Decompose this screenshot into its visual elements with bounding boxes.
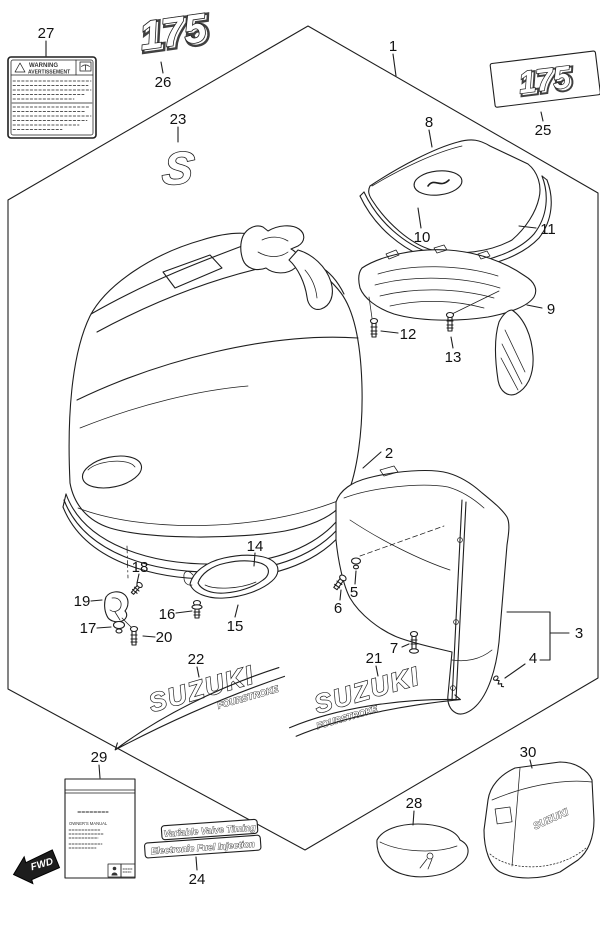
owners-manual-part29: OWNER'S MANUAL [64,778,136,879]
bolt-part7 [408,630,420,654]
callout-17: 17 [80,620,97,637]
assembly-axis-line [126,545,129,579]
bolt-part20 [129,625,139,646]
upper-cover-s-mark [427,179,450,187]
grommet-part5 [350,557,362,570]
manual-book-icon [79,61,92,72]
suzuki-s-emblem: S [159,141,199,194]
svg-text:175: 175 [139,8,212,61]
callout-5: 5 [350,584,358,601]
rear-grille-part9 [358,244,537,396]
cover-top-decal-area [162,254,223,289]
upper-cover-emblem-oval [413,170,463,196]
callout-28: 28 [406,795,423,812]
callout-12: 12 [400,326,417,343]
side-cover-part3 [335,465,510,715]
model-175-decal-right: 175 175 [489,50,600,108]
callout-23: 23 [170,111,187,128]
callout-20: 20 [156,629,173,646]
callout-22: 22 [188,651,205,668]
engine-cover-main [68,225,363,538]
manual-title: OWNER'S MANUAL [69,821,108,826]
manual-text-rows [68,829,104,849]
warning-triangle-icon [14,62,26,73]
fwd-arrow-icon [12,849,61,885]
bolt-part16 [191,599,203,619]
callout-16: 16 [159,606,176,623]
bolt-part18 [130,581,143,595]
cover-bag-part30: SUZUKI [483,761,595,879]
tool-bag-part28 [376,823,469,878]
svg-text:S: S [159,142,197,194]
hook-latch-part19 [104,591,134,630]
callout-24: 24 [189,871,206,888]
cover-grip-recess [81,455,143,489]
callout-14: 14 [247,538,264,555]
latch-handle-part14-15 [183,554,279,599]
callout-9: 9 [547,301,555,318]
cover-top-latch [240,225,333,310]
callout-4: 4 [529,650,537,667]
model-175-decal-left: 175 175 [136,5,215,63]
warning-label-line1: WARNING [29,63,58,69]
diagram-frame-border [7,25,599,851]
svg-text:175: 175 [137,6,210,59]
callout-1: 1 [389,38,397,55]
callout-7: 7 [390,640,398,657]
callout-26: 26 [155,74,172,91]
callout-30: 30 [520,744,537,761]
callout-27: 27 [38,25,55,42]
warning-label-line2: AVERTISSEMENT [28,70,70,76]
callout-19: 19 [74,593,91,610]
bolt-part13 [445,311,455,332]
callout-8: 8 [425,114,433,131]
svg-text:175: 175 [517,59,573,100]
callout-15: 15 [227,618,244,635]
callout-11: 11 [540,221,556,238]
callout-10: 10 [414,229,431,246]
callout-6: 6 [334,600,342,617]
vvt-decal-part24: Variable Valve Timing Electronic Fuel In… [144,818,262,859]
callout-numbers: 1 2 3 4 5 6 7 8 9 10 11 12 13 14 15 16 1… [38,25,584,888]
warning-label-text-rows [12,80,92,130]
callout-leader-lines [45,40,570,871]
callout-13: 13 [445,349,462,366]
grille-lower-flap [494,309,534,396]
bolt-part6 [333,574,347,591]
callout-21: 21 [366,650,383,667]
bolt-part12 [369,317,379,338]
upper-cover-part8 [368,139,541,254]
callout-25: 25 [535,122,552,139]
svg-text:SUZUKI: SUZUKI [145,659,258,718]
svg-text:175: 175 [519,61,575,102]
callout-2: 2 [385,445,393,462]
callout-29: 29 [91,749,108,766]
callout-3: 3 [575,625,583,642]
screw-part4 [492,675,505,688]
grommet-part17 [112,620,126,634]
fwd-direction-marker: FWD [12,849,61,885]
warning-label: WARNING AVERTISSEMENT [7,56,97,139]
callout-18: 18 [132,559,149,576]
